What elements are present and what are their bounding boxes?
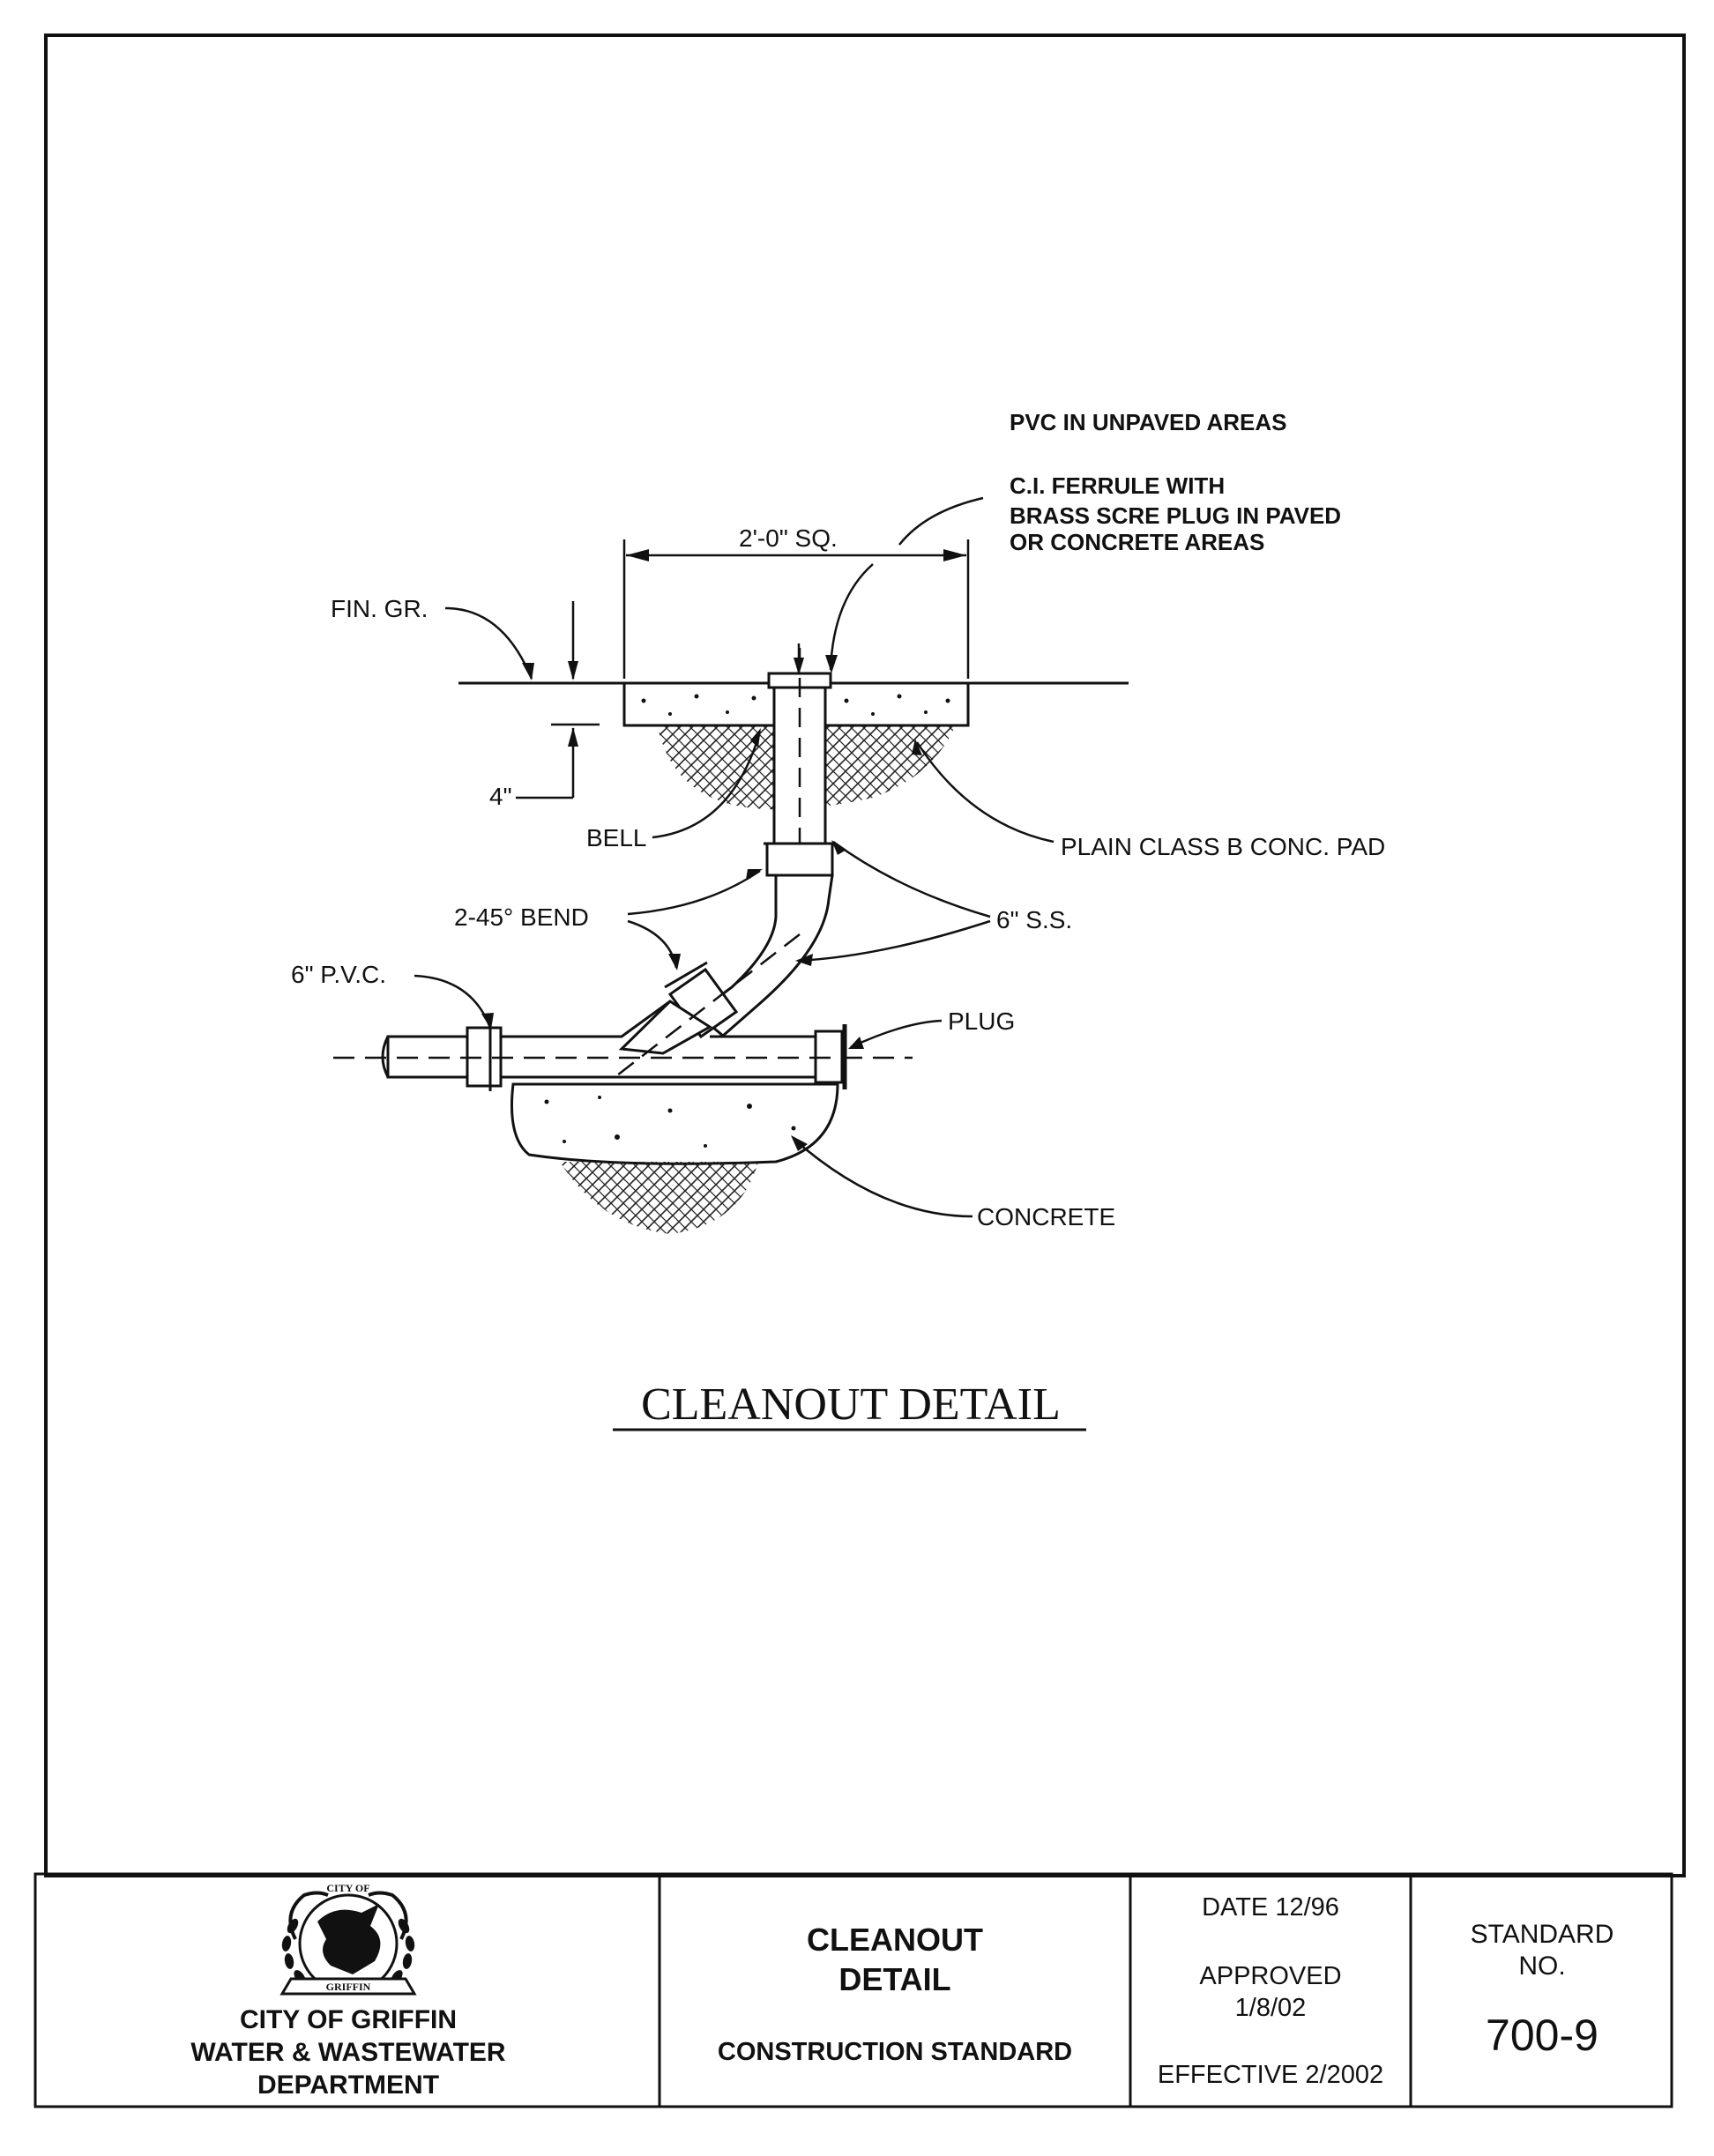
callout-depth: 4" [489, 783, 512, 810]
riser-pipe [772, 677, 827, 848]
svg-text:CITY OF: CITY OF [326, 1882, 369, 1894]
org-name-line3: DEPARTMENT [257, 2071, 440, 2100]
callout-plug: PLUG [948, 1007, 1015, 1035]
bend-pipe [694, 874, 834, 1037]
wye-branch [618, 1000, 712, 1055]
callout-concrete: CONCRETE [977, 1203, 1115, 1230]
city-seal-logo: GRIFFIN CITY OF [279, 1882, 417, 1996]
callout-ferrule-2: BRASS SCRE PLUG IN PAVED [1010, 502, 1341, 529]
callout-ferrule-1: C.I. FERRULE WITH [1010, 472, 1225, 499]
leader-arrowheads [481, 655, 922, 1151]
org-name-line1: CITY OF GRIFFIN [239, 2005, 458, 2034]
callout-ferrule-3: OR CONCRETE AREAS [1010, 529, 1264, 555]
sheet-title-line1: CLEANOUT [807, 1922, 983, 1958]
standard-label-line1: STANDARD [1470, 1920, 1614, 1949]
drawing-title: CLEANOUT DETAIL [641, 1379, 1061, 1430]
date-field: DATE 12/96 [1202, 1893, 1339, 1922]
sheet-subtitle: CONSTRUCTION STANDARD [717, 2038, 1073, 2066]
standard-label-line2: NO. [1518, 1952, 1566, 1981]
approved-label: APPROVED [1199, 1962, 1342, 1990]
pad-speckle [641, 694, 950, 716]
callout-bend: 2-45° BEND [454, 903, 589, 931]
encasement-speckle [544, 1096, 796, 1148]
callout-ss: 6" S.S. [996, 906, 1072, 933]
leader-lines [414, 496, 1054, 1218]
callout-pad-size: 2'-0" SQ. [739, 524, 838, 552]
drawing-border [44, 33, 1686, 1877]
org-name-line2: WATER & WASTEWATER [190, 2038, 506, 2067]
concrete-encasement [510, 1082, 839, 1165]
approved-date: 1/8/02 [1234, 1994, 1307, 2022]
griffin-icon [317, 1904, 381, 1974]
callout-fin-gr: FIN. GR. [331, 595, 428, 622]
callout-plain-pad: PLAIN CLASS B CONC. PAD [1061, 833, 1385, 860]
callout-pvc: 6" P.V.C. [291, 961, 386, 988]
callout-bell: BELL [586, 824, 647, 851]
standard-number: 700-9 [1486, 2011, 1598, 2060]
sheet-title-line2: DETAIL [838, 1961, 951, 1997]
bell-fitting [765, 842, 834, 877]
effective-date: EFFECTIVE 2/2002 [1157, 2061, 1384, 2089]
title-block-border [34, 1872, 1673, 2108]
callout-pvc-unpaved: PVC IN UNPAVED AREAS [1010, 409, 1286, 435]
soil-hatch-lower [560, 1162, 758, 1234]
svg-text:GRIFFIN: GRIFFIN [326, 1981, 371, 1993]
